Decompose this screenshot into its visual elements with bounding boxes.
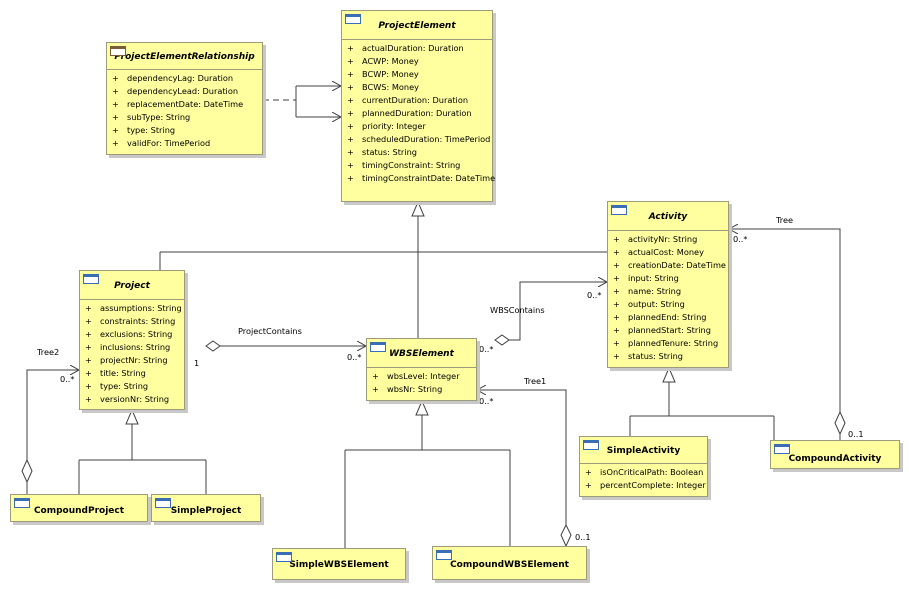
attribute: +dependencyLead: Duration: [112, 86, 239, 96]
tree2-part-mult: 0..*: [60, 374, 75, 384]
class-simple-project[interactable]: SimpleProject: [151, 494, 261, 522]
class-compound-activity[interactable]: CompoundActivity: [770, 440, 900, 469]
class-compound-wbs-element[interactable]: CompoundWBSElement: [432, 546, 587, 580]
tree-whole-mult: 0..1: [848, 429, 864, 439]
tree-connector: [729, 229, 846, 440]
attribute: +plannedDuration: Duration: [347, 108, 472, 118]
tree1-connector: [477, 390, 572, 548]
attribute: +replacementDate: DateTime: [112, 99, 244, 109]
class-icon: [370, 342, 386, 352]
class-icon: [436, 550, 452, 560]
class-wbs-element[interactable]: WBSElement +wbsLevel: Integer +wbsNr: St…: [366, 338, 477, 401]
class-name: CompoundProject: [33, 506, 125, 516]
attribute: +status: String: [347, 147, 417, 157]
attribute: +constraints: String: [85, 316, 176, 326]
class-simple-wbs-element[interactable]: SimpleWBSElement: [272, 548, 406, 580]
attribute: +percentComplete: Integer: [585, 480, 706, 490]
attribute: +type: String: [85, 381, 149, 391]
attribute: +creationDate: DateTime: [613, 260, 726, 270]
attribute: +scheduledDuration: TimePeriod: [347, 134, 491, 144]
attribute: +type: String: [112, 125, 176, 135]
class-name: SimpleWBSElement: [289, 560, 389, 570]
class-icon: [611, 205, 627, 215]
class-compound-project[interactable]: CompoundProject: [10, 494, 148, 522]
attribute: +plannedTenure: String: [613, 338, 719, 348]
attribute: +title: String: [85, 368, 146, 378]
attribute: +timingConstraintDate: DateTime: [347, 173, 496, 183]
attribute: +versionNr: String: [85, 394, 170, 404]
attribute: +assumptions: String: [85, 303, 182, 313]
class-icon: [774, 444, 790, 454]
class-name: SimpleProject: [170, 506, 242, 516]
attribute: +inclusions: String: [85, 342, 171, 352]
tree1-part-mult: 0..*: [479, 396, 494, 406]
attribute: +priority: Integer: [347, 121, 426, 131]
class-project-element-relationship[interactable]: ProjectElementRelationship +dependencyLa…: [106, 42, 263, 155]
class-icon: [583, 440, 599, 450]
attribute: +currentDuration: Duration: [347, 95, 469, 105]
attribute: +status: String: [613, 351, 683, 361]
class-name: Project: [114, 281, 150, 291]
tree1-label: Tree1: [524, 376, 547, 386]
attribute: +ACWP: Money: [347, 56, 419, 66]
project-contains-label: ProjectContains: [238, 326, 302, 336]
attribute: +activityNr: String: [613, 234, 698, 244]
tree2-connector: [21, 370, 79, 494]
class-icon: [83, 274, 99, 284]
attribute: +input: String: [613, 273, 679, 283]
attribute: +actualCost: Money: [613, 247, 704, 257]
attribute: +isOnCriticalPath: Boolean: [585, 467, 704, 477]
class-name: CompoundActivity: [788, 454, 882, 464]
generalization-wbselement: [344, 399, 511, 548]
class-name: Activity: [648, 212, 688, 222]
class-icon: [155, 498, 171, 508]
attribute: +BCWP: Money: [347, 69, 419, 79]
class-name: SimpleActivity: [606, 446, 681, 456]
attribute: +subType: String: [112, 112, 191, 122]
class-name: ProjectElementRelationship: [114, 52, 255, 62]
attribute: +projectNr: String: [85, 355, 168, 365]
wbs-contains-connector: [494, 282, 607, 346]
class-activity[interactable]: Activity +activityNr: String +actualCost…: [607, 201, 729, 368]
class-icon: [345, 14, 361, 24]
wbs-contains-source-mult: 0..*: [479, 344, 494, 354]
tree2-label: Tree2: [37, 347, 60, 357]
attribute: +wbsNr: String: [372, 384, 443, 394]
class-name: ProjectElement: [378, 21, 456, 31]
class-icon: [110, 46, 126, 56]
attribute: +validFor: TimePeriod: [112, 138, 211, 148]
attribute: +exclusions: String: [85, 329, 173, 339]
attribute: +output: String: [613, 299, 685, 309]
attribute: +actualDuration: Duration: [347, 43, 464, 53]
attribute: +BCWS: Money: [347, 82, 419, 92]
generalization-projectelement: [159, 200, 607, 338]
class-icon: [14, 498, 30, 508]
tree1-whole-mult: 0..1: [575, 532, 591, 542]
project-contains-connector: [205, 340, 366, 352]
class-simple-activity[interactable]: SimpleActivity +isOnCriticalPath: Boolea…: [579, 436, 708, 497]
class-name: WBSElement: [389, 349, 454, 359]
tree-label: Tree: [776, 215, 794, 225]
class-name: CompoundWBSElement: [450, 560, 569, 570]
attribute: +dependencyLag: Duration: [112, 73, 234, 83]
class-project[interactable]: Project +assumptions: String +constraint…: [79, 270, 185, 410]
generalization-project: [78, 408, 207, 494]
tree-part-mult: 0..*: [733, 234, 748, 244]
attribute: +plannedEnd: String: [613, 312, 707, 322]
attribute: +name: String: [613, 286, 682, 296]
generalization-activity: [629, 366, 775, 440]
attribute: +timingConstraint: String: [347, 160, 461, 170]
dependency-connector: [263, 86, 341, 117]
project-contains-target-mult: 0..*: [347, 352, 362, 362]
class-project-element[interactable]: ProjectElement +actualDuration: Duration…: [341, 10, 496, 202]
class-icon: [276, 552, 292, 562]
project-contains-source-mult: 1: [194, 358, 200, 368]
attribute: +wbsLevel: Integer: [372, 371, 460, 381]
wbs-contains-target-mult: 0..*: [587, 290, 602, 300]
attribute: +plannedStart: String: [613, 325, 711, 335]
wbs-contains-label: WBSContains: [490, 305, 545, 315]
